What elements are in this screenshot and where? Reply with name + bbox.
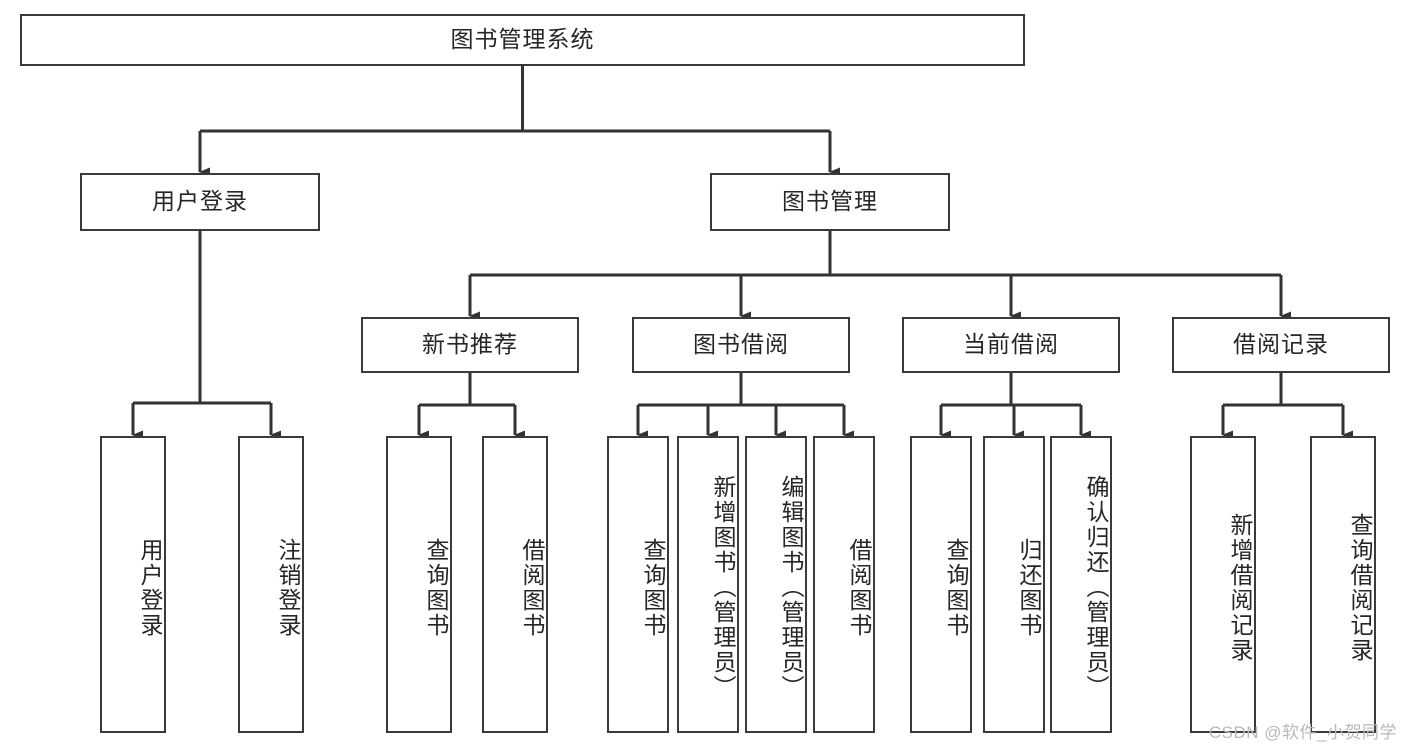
node-box-l1-0[interactable]: 用户登录 bbox=[80, 173, 320, 231]
node-box-l2-1[interactable]: 图书借阅 bbox=[632, 317, 850, 373]
node-label: 查询图书 bbox=[943, 537, 969, 638]
node-label: 借阅记录 bbox=[1233, 331, 1329, 358]
node-box-l2-2[interactable]: 当前借阅 bbox=[902, 317, 1120, 373]
node-label: 新书推荐 bbox=[422, 331, 518, 358]
node-label: 查询图书 bbox=[423, 537, 449, 638]
node-label: 归还图书 bbox=[1016, 537, 1042, 638]
node-label: 图书管理系统 bbox=[450, 26, 595, 53]
node-label: 注销登录 bbox=[275, 537, 301, 638]
node-box-lf-0[interactable]: 用户登录 bbox=[100, 436, 166, 733]
node-label: 用户登录 bbox=[152, 188, 248, 215]
node-box-lf-1[interactable]: 注销登录 bbox=[238, 436, 304, 733]
node-label: 图书借阅 bbox=[693, 331, 789, 358]
node-label: 新增图书（管理员） bbox=[710, 475, 736, 700]
node-box-l2-0[interactable]: 新书推荐 bbox=[361, 317, 579, 373]
node-label: 编辑图书（管理员） bbox=[778, 475, 804, 700]
node-label: 用户登录 bbox=[137, 537, 163, 638]
node-label: 新增借阅记录 bbox=[1227, 512, 1253, 663]
node-box-lf-6[interactable]: 编辑图书（管理员） bbox=[745, 436, 807, 733]
node-box-lf-8[interactable]: 查询图书 bbox=[910, 436, 972, 733]
node-box-lf-11[interactable]: 新增借阅记录 bbox=[1190, 436, 1256, 733]
watermark-label: CSDN @软件_小贺同学 bbox=[1208, 723, 1397, 742]
node-box-lf-7[interactable]: 借阅图书 bbox=[813, 436, 875, 733]
node-label: 查询借阅记录 bbox=[1347, 512, 1373, 663]
node-label: 查询图书 bbox=[640, 537, 666, 638]
node-box-root[interactable]: 图书管理系统 bbox=[20, 14, 1025, 66]
node-box-lf-9[interactable]: 归还图书 bbox=[983, 436, 1045, 733]
node-label: 图书管理 bbox=[782, 188, 878, 215]
node-label: 借阅图书 bbox=[846, 537, 872, 638]
node-box-lf-10[interactable]: 确认归还（管理员） bbox=[1050, 436, 1112, 733]
node-box-l1-1[interactable]: 图书管理 bbox=[710, 173, 950, 231]
edges-group bbox=[131, 66, 1353, 440]
node-label: 确认归还（管理员） bbox=[1083, 475, 1109, 700]
node-box-lf-4[interactable]: 查询图书 bbox=[607, 436, 669, 733]
node-box-lf-2[interactable]: 查询图书 bbox=[386, 436, 452, 733]
node-box-lf-3[interactable]: 借阅图书 bbox=[482, 436, 548, 733]
node-label: 当前借阅 bbox=[963, 331, 1059, 358]
node-box-lf-12[interactable]: 查询借阅记录 bbox=[1310, 436, 1376, 733]
node-box-lf-5[interactable]: 新增图书（管理员） bbox=[677, 436, 739, 733]
node-box-l2-3[interactable]: 借阅记录 bbox=[1172, 317, 1390, 373]
node-label: 借阅图书 bbox=[519, 537, 545, 638]
